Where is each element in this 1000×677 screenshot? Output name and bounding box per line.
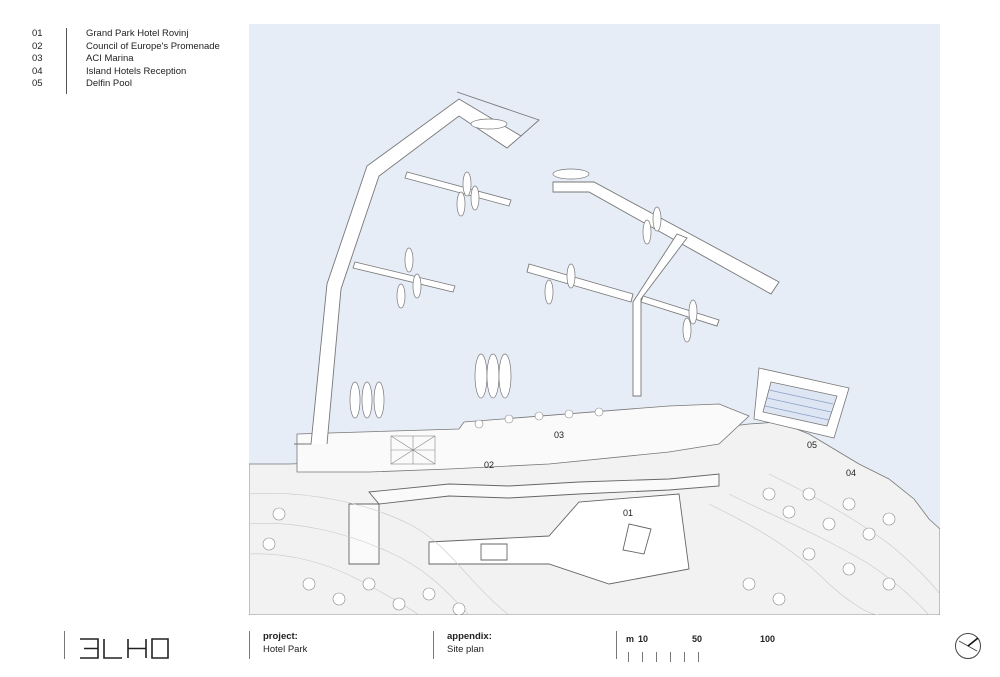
divider-scale xyxy=(616,631,617,659)
legend-label: Grand Park Hotel Rovinj xyxy=(86,28,189,39)
scale-label-50: 50 xyxy=(692,634,703,644)
boats xyxy=(349,118,698,419)
legend-item: 01 Grand Park Hotel Rovinj xyxy=(32,28,220,41)
legend-number: 04 xyxy=(32,65,43,77)
legend-item: 03 ACI Marina xyxy=(32,53,220,66)
legend-number: 01 xyxy=(32,28,43,39)
legend-item: 02 Council of Europe's Promenade xyxy=(32,41,220,54)
legend: 01 Grand Park Hotel Rovinj 02 Council of… xyxy=(32,28,220,94)
trees xyxy=(262,407,896,615)
scale-tick xyxy=(698,652,699,662)
plan-label-05: 05 xyxy=(807,440,817,450)
scale-tick xyxy=(628,652,629,662)
legend-number: 03 xyxy=(32,53,43,64)
west-breakwater-spur xyxy=(456,91,540,137)
hotel-building xyxy=(348,473,720,585)
east-pier xyxy=(526,181,780,397)
plan-label-01: 01 xyxy=(623,508,633,518)
legend-label: ACI Marina xyxy=(86,53,134,64)
divider-project xyxy=(249,631,250,659)
legend-item: 05 Delfin Pool xyxy=(32,78,220,91)
legend-divider xyxy=(66,28,67,94)
divider-appendix xyxy=(433,631,434,659)
legend-label: Island Hotels Reception xyxy=(86,65,187,77)
site-plan: 01 02 03 04 05 xyxy=(249,24,940,615)
legend-item: 04 Island Hotels Reception xyxy=(32,66,220,79)
appendix-block: appendix: Site plan xyxy=(447,631,492,656)
north-arrow-icon xyxy=(955,633,981,659)
logo-3lhd xyxy=(80,638,169,659)
scale-label-100: 100 xyxy=(760,634,776,644)
project-block: project: Hotel Park xyxy=(263,631,307,656)
scale-tick xyxy=(642,652,643,662)
appendix-key: appendix: xyxy=(447,631,492,642)
scale-tick xyxy=(656,652,657,662)
appendix-value: Site plan xyxy=(447,643,484,655)
delfin-pool xyxy=(753,367,850,439)
scale-unit: m xyxy=(626,634,635,644)
legend-number: 02 xyxy=(32,40,43,52)
scale-tick xyxy=(684,652,685,662)
legend-number: 05 xyxy=(32,78,43,89)
plan-label-04: 04 xyxy=(846,468,856,478)
legend-label: Delfin Pool xyxy=(86,78,132,89)
scale-label-10: 10 xyxy=(638,634,649,644)
pier-group xyxy=(352,171,512,293)
promenade xyxy=(296,403,750,473)
plaza-grid xyxy=(390,435,436,465)
plan-label-03: 03 xyxy=(554,430,564,440)
project-value: Hotel Park xyxy=(263,643,308,655)
scale-tick xyxy=(670,652,671,662)
plan-label-02: 02 xyxy=(484,460,494,470)
legend-label: Council of Europe's Promenade xyxy=(86,40,220,52)
project-key: project: xyxy=(263,631,298,642)
contours xyxy=(249,473,940,615)
divider-logo xyxy=(64,631,65,659)
